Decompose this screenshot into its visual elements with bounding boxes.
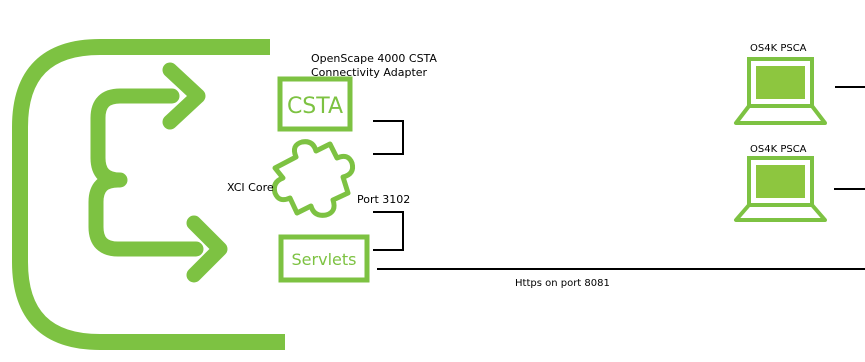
csta-label: CSTA bbox=[287, 94, 343, 119]
laptop2-label: OS4K PSCA bbox=[750, 144, 807, 155]
xci-core-label: XCI Core bbox=[227, 181, 274, 194]
port-label: Port 3102 bbox=[357, 193, 410, 206]
laptop-icon bbox=[734, 57, 827, 125]
csta-connector bbox=[373, 120, 404, 155]
csta-caption-line2: Connectivity Adapter bbox=[311, 66, 428, 79]
laptop-icon bbox=[734, 156, 827, 222]
servlets-label: Servlets bbox=[292, 250, 357, 269]
https-label: Https on port 8081 bbox=[515, 278, 610, 289]
openscape-logo-icon bbox=[12, 39, 285, 350]
servlets-connector bbox=[373, 211, 404, 251]
csta-box bbox=[277, 76, 353, 132]
laptop1-label: OS4K PSCA bbox=[750, 43, 807, 54]
csta-caption-line1: OpenScape 4000 CSTA bbox=[311, 52, 437, 65]
puzzle-piece-icon bbox=[271, 139, 356, 218]
servlets-box bbox=[278, 234, 370, 283]
